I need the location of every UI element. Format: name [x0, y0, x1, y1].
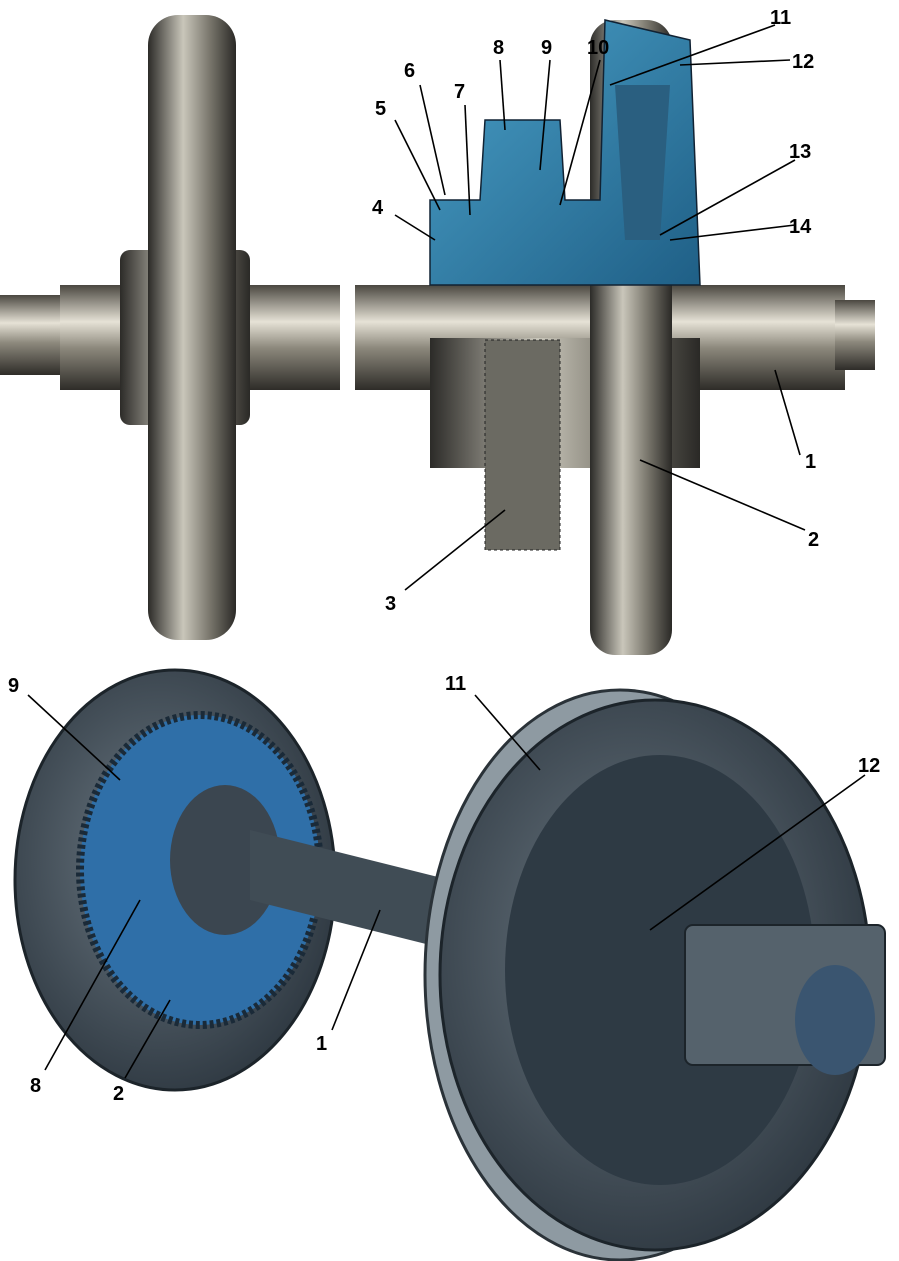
label-4: 4 — [372, 197, 384, 219]
wheel-left — [148, 15, 236, 640]
wheel-spoke-section — [615, 85, 670, 240]
label-5: 5 — [375, 98, 386, 120]
label-1-bottom: 1 — [316, 1033, 327, 1055]
bottom-labels: 9 11 12 1 8 2 — [8, 673, 880, 1105]
axle-perspective — [250, 830, 470, 955]
label-8-bottom: 8 — [30, 1075, 41, 1097]
top-section-view — [0, 15, 875, 655]
label-10: 10 — [587, 37, 609, 59]
label-13: 13 — [789, 141, 811, 163]
large-wheel-inner — [505, 755, 815, 1185]
label-2: 2 — [808, 529, 819, 551]
label-8: 8 — [493, 37, 504, 59]
bottom-perspective-view — [13, 668, 886, 1261]
label-9-bottom: 9 — [8, 675, 19, 697]
top-labels: 1 2 3 4 5 6 7 8 9 10 11 12 13 14 — [372, 7, 819, 615]
axle-end-left — [0, 295, 60, 375]
label-14: 14 — [789, 216, 812, 238]
label-11: 11 — [770, 7, 791, 29]
label-6: 6 — [404, 60, 415, 82]
label-11-bottom: 11 — [445, 673, 466, 695]
label-2-bottom: 2 — [113, 1083, 124, 1105]
label-12: 12 — [792, 51, 814, 73]
label-7: 7 — [454, 81, 465, 103]
leader-lines — [27, 24, 866, 1079]
gear-wheel — [484, 339, 561, 551]
label-9: 9 — [541, 37, 552, 59]
axle-nut-right — [835, 300, 875, 370]
label-3: 3 — [385, 593, 396, 615]
label-12-bottom: 12 — [858, 755, 880, 777]
label-1: 1 — [805, 451, 816, 473]
axle-box-cover — [795, 965, 875, 1075]
